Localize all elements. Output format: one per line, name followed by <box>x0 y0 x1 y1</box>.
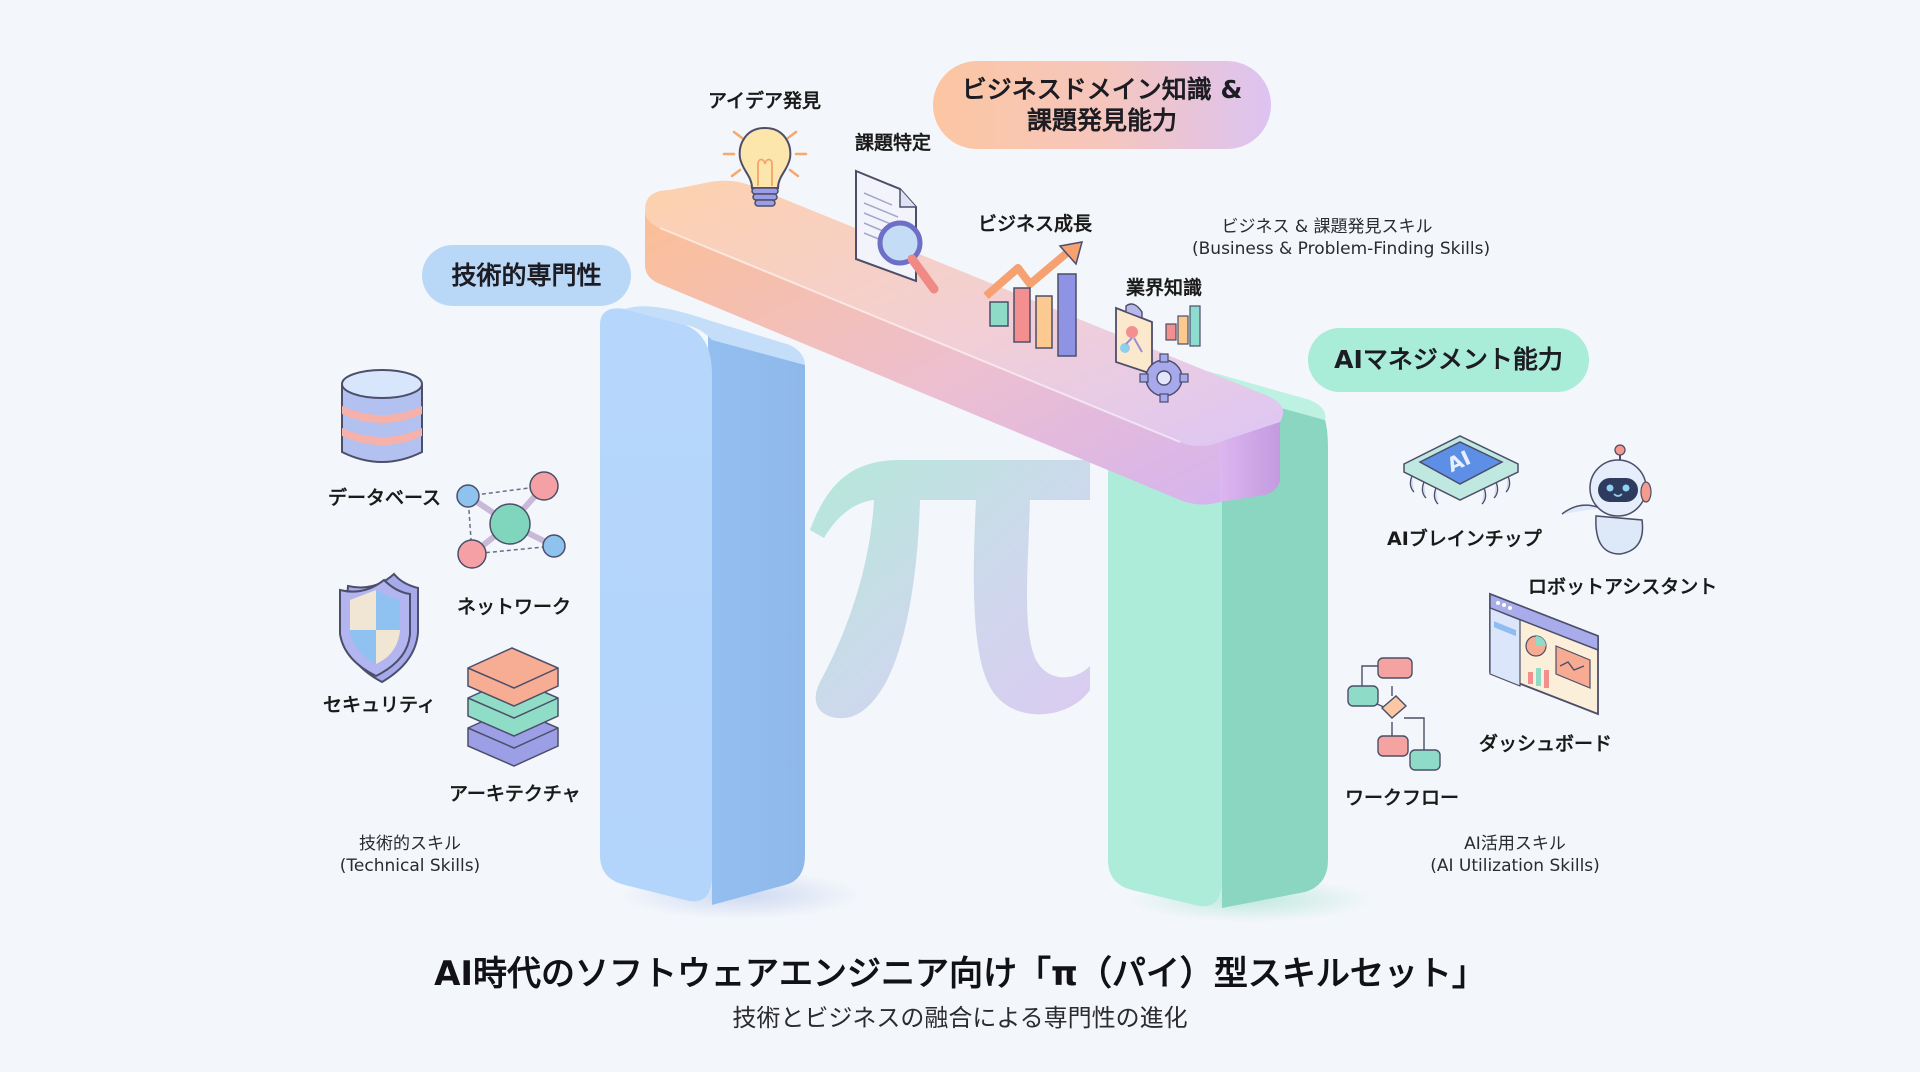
industry-knowledge-icon <box>1112 302 1222 422</box>
workflow-label: ワークフロー <box>1345 787 1460 809</box>
technical-pill-label: 技術的専門性 <box>451 260 602 290</box>
business-beam <box>640 160 1300 540</box>
business-pill-line2: 課題発見能力 <box>1026 106 1177 135</box>
workflow-icon <box>1346 656 1456 780</box>
ai-brain-chip-label: AIブレインチップ <box>1387 528 1542 550</box>
technical-expertise-pill: 技術的専門性 <box>422 245 631 306</box>
database-label: データベース <box>328 487 442 509</box>
ai-skills-caption: AI活用スキル (AI Utilization Skills) <box>1425 833 1605 877</box>
network-icon <box>454 466 574 576</box>
robot-icon <box>1560 442 1660 562</box>
lightbulb-icon <box>720 122 810 222</box>
database-icon <box>338 366 428 476</box>
business-caption-en: (Business & Problem-Finding Skills) <box>1192 239 1491 260</box>
document-magnifier-icon <box>850 163 950 303</box>
main-title: AI時代のソフトウェアエンジニア向け「π（パイ）型スキルセット」 <box>434 954 1486 994</box>
pi-symbol-background <box>790 420 1110 760</box>
growth-chart-icon <box>982 238 1092 368</box>
architecture-label: アーキテクチャ <box>449 783 581 805</box>
idea-discovery-label: アイデア発見 <box>708 90 822 112</box>
ai-caption-ja: AI活用スキル <box>1464 834 1566 854</box>
network-label: ネットワーク <box>457 596 572 618</box>
technical-caption-en: (Technical Skills) <box>339 856 481 877</box>
technical-skills-caption: 技術的スキル (Technical Skills) <box>330 833 490 877</box>
technical-pillar <box>590 295 860 919</box>
business-growth-label: ビジネス成長 <box>978 213 1093 235</box>
industry-knowledge-label: 業界知識 <box>1126 277 1203 299</box>
ai-management-pill: AIマネジメント能力 <box>1308 328 1589 392</box>
dashboard-label: ダッシュボード <box>1479 733 1613 755</box>
layers-icon <box>464 646 564 771</box>
ai-pill-label: AIマネジメント能力 <box>1334 345 1563 375</box>
subtitle: 技術とビジネスの融合による専門性の進化 <box>732 1004 1188 1032</box>
dashboard-icon <box>1486 590 1606 720</box>
security-label: セキュリティ <box>323 694 436 716</box>
business-skills-pill: ビジネスドメイン知識 & 課題発見能力 <box>933 61 1271 149</box>
business-caption-ja: ビジネス & 課題発見スキル <box>1221 217 1433 237</box>
shield-icon <box>334 572 424 684</box>
technical-caption-ja: 技術的スキル <box>359 834 461 854</box>
ai-caption-en: (AI Utilization Skills) <box>1430 856 1600 877</box>
robot-assistant-label: ロボットアシスタント <box>1528 576 1718 598</box>
problem-identification-label: 課題特定 <box>855 132 932 154</box>
business-pill-line1: ビジネスドメイン知識 & <box>961 74 1243 104</box>
ai-chip-icon: AI <box>1396 424 1526 508</box>
business-skills-caption: ビジネス & 課題発見スキル (Business & Problem-Findi… <box>1192 216 1491 260</box>
